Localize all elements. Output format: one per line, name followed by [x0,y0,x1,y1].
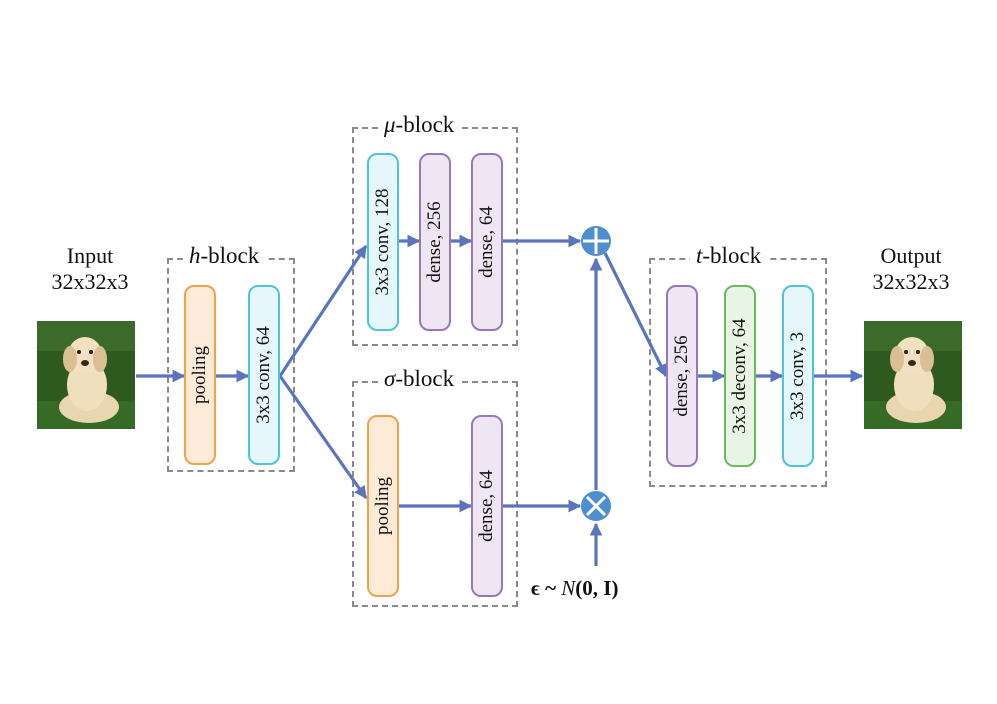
mu-block-title: μ-block [378,112,461,138]
t-block-title: t-block [690,243,768,269]
t-dense-256-layer: dense, 256 [666,285,698,467]
arrow-conv-to-mu [278,244,368,377]
input-title: Input [66,243,114,268]
epsilon-formula: ϵ ~ N(0, I) [531,576,619,600]
input-label: Input 32x32x3 [30,243,150,295]
output-dog-image [864,321,962,429]
t-conv-layer: 3x3 conv, 3 [782,285,814,467]
h-conv-layer: 3x3 conv, 64 [248,285,280,465]
dog-photo-icon [864,321,962,429]
dog-photo-icon [37,321,135,429]
mu-dense-64-layer: dense, 64 [471,153,503,331]
input-dog-image [37,321,135,429]
output-size: 32x32x3 [872,269,950,294]
input-size: 32x32x3 [51,269,129,294]
arrow-sum-to-t [603,252,668,378]
output-title: Output [880,243,942,268]
t-deconv-layer: 3x3 deconv, 64 [724,285,756,467]
h-pooling-layer: pooling [184,285,216,465]
h-block-title: h-block [183,243,266,269]
sigma-pooling-layer: pooling [367,415,399,597]
sigma-dense-64-layer: dense, 64 [471,415,503,597]
plus-circle-icon [581,226,611,256]
sigma-block-title: σ-block [378,366,461,392]
mu-dense-256-layer: dense, 256 [419,153,451,331]
mu-conv-layer: 3x3 conv, 128 [367,153,399,331]
output-label: Output 32x32x3 [851,243,971,295]
times-circle-icon [581,491,611,521]
arrow-conv-to-sigma [278,375,368,500]
